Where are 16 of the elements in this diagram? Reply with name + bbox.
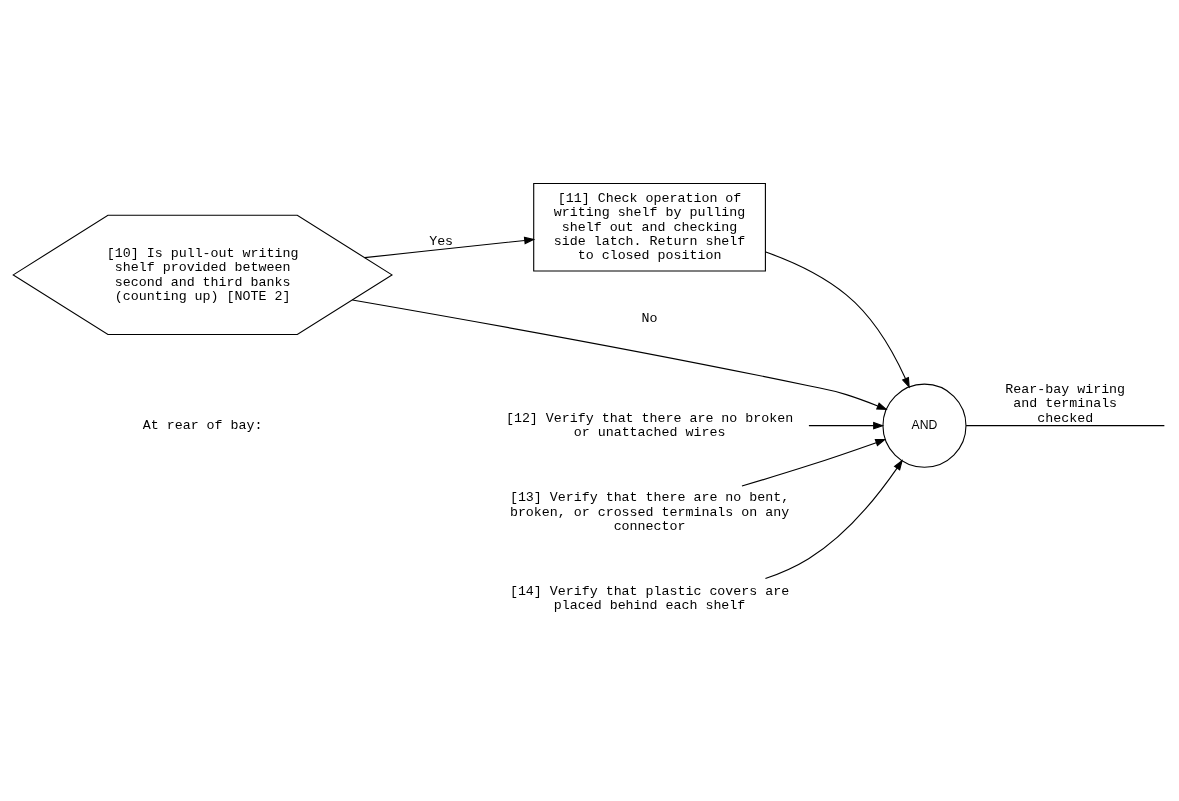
node-text: [14] Verify that plastic covers are placed behind each shelf [509, 583, 790, 613]
label: At rear of bay: [142, 417, 263, 433]
edge-label: No [641, 310, 658, 326]
arrow [351, 298, 888, 410]
node-text: [13] Verify that there are no bent, broken, or crossed terminals on any connector [509, 489, 790, 534]
connector [965, 424, 1165, 426]
arrow [765, 251, 910, 388]
edge-label: Rear-bay wiring and terminals checked [1005, 381, 1126, 426]
node-circle: AND [882, 383, 967, 468]
arrow [364, 236, 536, 258]
edge-label: Yes [429, 233, 454, 249]
node-text: [12] Verify that there are no broken or unattached wires [505, 410, 794, 440]
arrow [764, 458, 903, 579]
arrow [741, 438, 887, 487]
node-box: [11] Check operation of writing shelf by pulling shelf out and checking side latch. Return shelf to closed position [533, 182, 766, 272]
arrow [808, 421, 885, 430]
